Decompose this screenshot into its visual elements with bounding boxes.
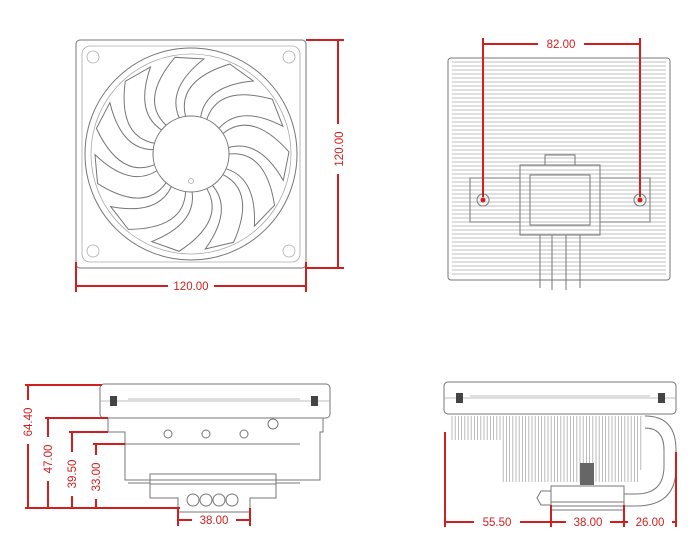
fan-front-view: 120.00 120.00 [75, 39, 346, 293]
side-view-left: 64.40 47.00 39.50 33.00 38.00 [21, 383, 331, 527]
fan-bottom-height-label: 47.00 [43, 445, 55, 474]
fan-blade [123, 65, 162, 144]
mount-spacing-label: 82.00 [547, 39, 576, 51]
fan-blade [109, 186, 187, 230]
fan-blade [94, 153, 167, 199]
fan-blade [154, 56, 206, 126]
fin-bottom-height-label: 33.00 [91, 463, 103, 492]
fan-blade [150, 188, 213, 252]
side-view-right: 55.50 38.00 26.00 [443, 381, 677, 529]
fan-blade [183, 63, 255, 118]
right-offset-label: 26.00 [636, 517, 665, 529]
fan-blade [95, 101, 155, 169]
base-width-label-right: 38.00 [574, 517, 603, 529]
clearance-height-label: 39.50 [67, 460, 79, 489]
base-width-label-left: 38.00 [200, 515, 229, 527]
fan-blade [204, 174, 244, 250]
heatsink-top-view: 82.00 [447, 37, 671, 290]
fan-blade [206, 94, 284, 129]
fan-blade [222, 124, 290, 182]
left-offset-label: 55.50 [483, 517, 512, 529]
fan-height-label: 120.00 [334, 131, 346, 166]
fan-blade [225, 153, 276, 228]
total-height-label: 64.40 [23, 408, 35, 437]
fan-width-label: 120.00 [173, 281, 208, 293]
